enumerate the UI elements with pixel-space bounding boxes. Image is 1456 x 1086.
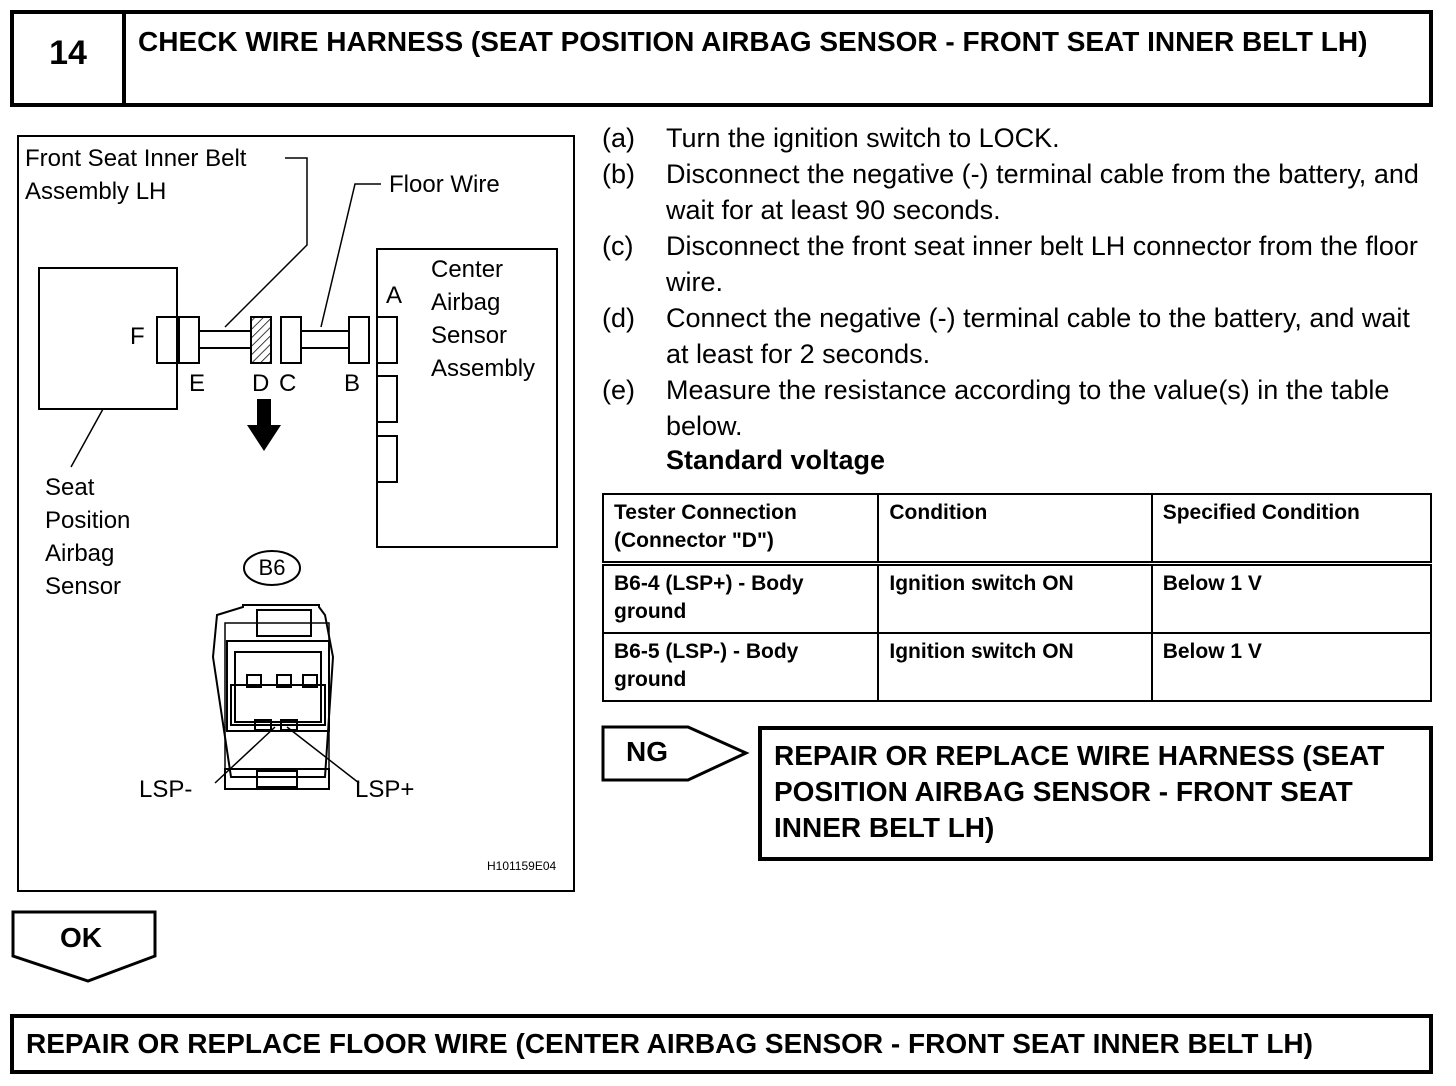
step-d-label: (d)	[602, 303, 635, 333]
table-header-cell: Specified Condition	[1150, 493, 1433, 566]
step-e-label: (e)	[602, 375, 635, 405]
ok-arrow-tag	[11, 910, 157, 983]
pin-lsp-minus: LSP-	[139, 776, 193, 803]
connector-code-ellipse	[243, 550, 301, 586]
step-header: 14 CHECK WIRE HARNESS (SEAT POSITION AIR…	[10, 10, 1433, 107]
connector-letter-d: D	[252, 370, 270, 397]
connector-letter-e: E	[189, 370, 206, 397]
label-belt-assembly: Front Seat Inner Belt Assembly LH	[25, 145, 247, 205]
wiring-diagram: Front Seat Inner Belt Assembly LH Floor …	[17, 135, 575, 892]
figure-id: H101159E04	[487, 859, 557, 873]
connector-b	[348, 316, 370, 364]
seat-sensor-box	[38, 267, 178, 410]
ng-arrow-tag	[601, 725, 750, 782]
final-result-box: REPAIR OR REPLACE FLOOR WIRE (CENTER AIR…	[10, 1014, 1433, 1074]
label-seat-sensor: Seat Position Airbag Sensor	[45, 474, 131, 600]
step-d-text: Connect the negative (-) terminal cable …	[666, 303, 1410, 369]
spec-table: Tester Connection (Connector "D") Condit…	[601, 493, 1433, 702]
step-c-text: Disconnect the front seat inner belt LH …	[666, 231, 1418, 297]
connector-code: B6	[258, 555, 286, 580]
step-b-text: Disconnect the negative (-) terminal cab…	[666, 159, 1419, 225]
table-row: B6-5 (LSP-) - Body ground Ignition switc…	[601, 632, 1433, 702]
pin-lsp-plus: LSP+	[355, 776, 415, 803]
arrow-down-icon	[247, 399, 281, 451]
ng-label: NG	[626, 736, 668, 767]
ok-label: OK	[60, 922, 102, 953]
table-cell: Ignition switch ON	[877, 632, 1153, 702]
table-row: B6-4 (LSP+) - Body ground Ignition switc…	[601, 562, 1433, 634]
table-cell: B6-4 (LSP+) - Body ground	[601, 562, 880, 634]
connector-letter-f: F	[130, 323, 145, 350]
step-number: 14	[14, 14, 126, 103]
step-c-label: (c)	[602, 231, 634, 261]
connector-e	[178, 316, 200, 364]
step-a-text: Turn the ignition switch to LOCK.	[666, 123, 1060, 153]
connector-letter-b: B	[344, 370, 361, 397]
table-cell: Ignition switch ON	[877, 562, 1153, 634]
connector-f	[156, 316, 178, 364]
step-b-label: (b)	[602, 159, 635, 189]
label-floor-wire: Floor Wire	[389, 171, 500, 198]
connector-letter-c: C	[279, 370, 297, 397]
step-title: CHECK WIRE HARNESS (SEAT POSITION AIRBAG…	[138, 26, 1368, 57]
table-cell: Below 1 V	[1150, 632, 1433, 702]
connector-d	[250, 316, 272, 364]
connector-c	[280, 316, 302, 364]
step-a-label: (a)	[602, 123, 635, 153]
table-header-cell: Condition	[877, 493, 1153, 566]
table-cell: B6-5 (LSP-) - Body ground	[601, 632, 880, 702]
table-header-row: Tester Connection (Connector "D") Condit…	[601, 493, 1433, 566]
table-header-cell: Tester Connection (Connector "D")	[601, 493, 880, 566]
step-e-text: Measure the resistance according to the …	[666, 375, 1390, 441]
ng-result-box: REPAIR OR REPLACE WIRE HARNESS (SEAT POS…	[758, 726, 1433, 861]
table-cell: Below 1 V	[1150, 562, 1433, 634]
center-sensor-box	[376, 248, 558, 548]
standard-voltage-label: Standard voltage	[666, 445, 886, 475]
connector-letter-a: A	[386, 282, 403, 309]
diagram-drawing	[38, 157, 558, 790]
connector-face-drawing	[211, 604, 335, 790]
label-center-sensor: Center Airbag Sensor Assembly	[431, 256, 536, 382]
